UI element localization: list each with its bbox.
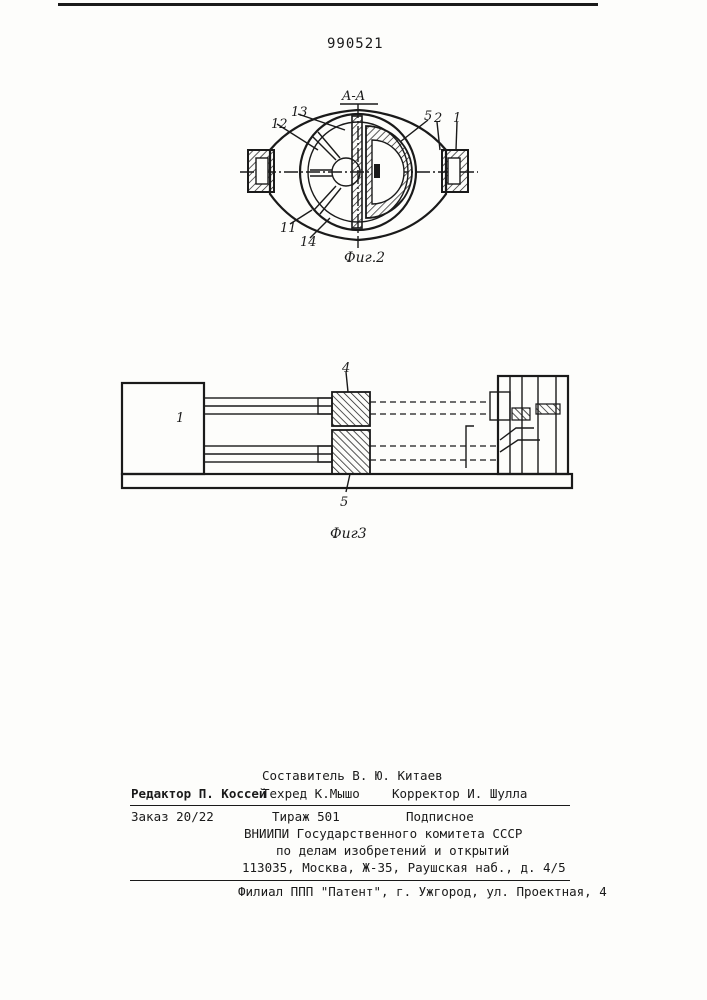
org-line-1: ВНИИПИ Государственного комитета СССР (244, 826, 522, 841)
org-line-2: по делам изобретений и открытий (276, 843, 509, 858)
circulation: Тираж 501 (272, 809, 340, 824)
techred: Техред К.Мышо (262, 786, 360, 801)
branch: Филиал ППП "Патент", г. Ужгород, ул. Про… (238, 884, 607, 899)
subscription: Подписное (406, 809, 474, 824)
rule-1 (130, 805, 570, 806)
order: Заказ 20/22 (131, 809, 214, 824)
editor: Редактор П. Коссей (131, 786, 266, 801)
compiler: Составитель В. Ю. Китаев (262, 768, 443, 783)
rule-2 (130, 880, 570, 881)
corrector: Корректор И. Шулла (392, 786, 527, 801)
address: 113035, Москва, Ж-35, Раушская наб., д. … (242, 860, 566, 875)
